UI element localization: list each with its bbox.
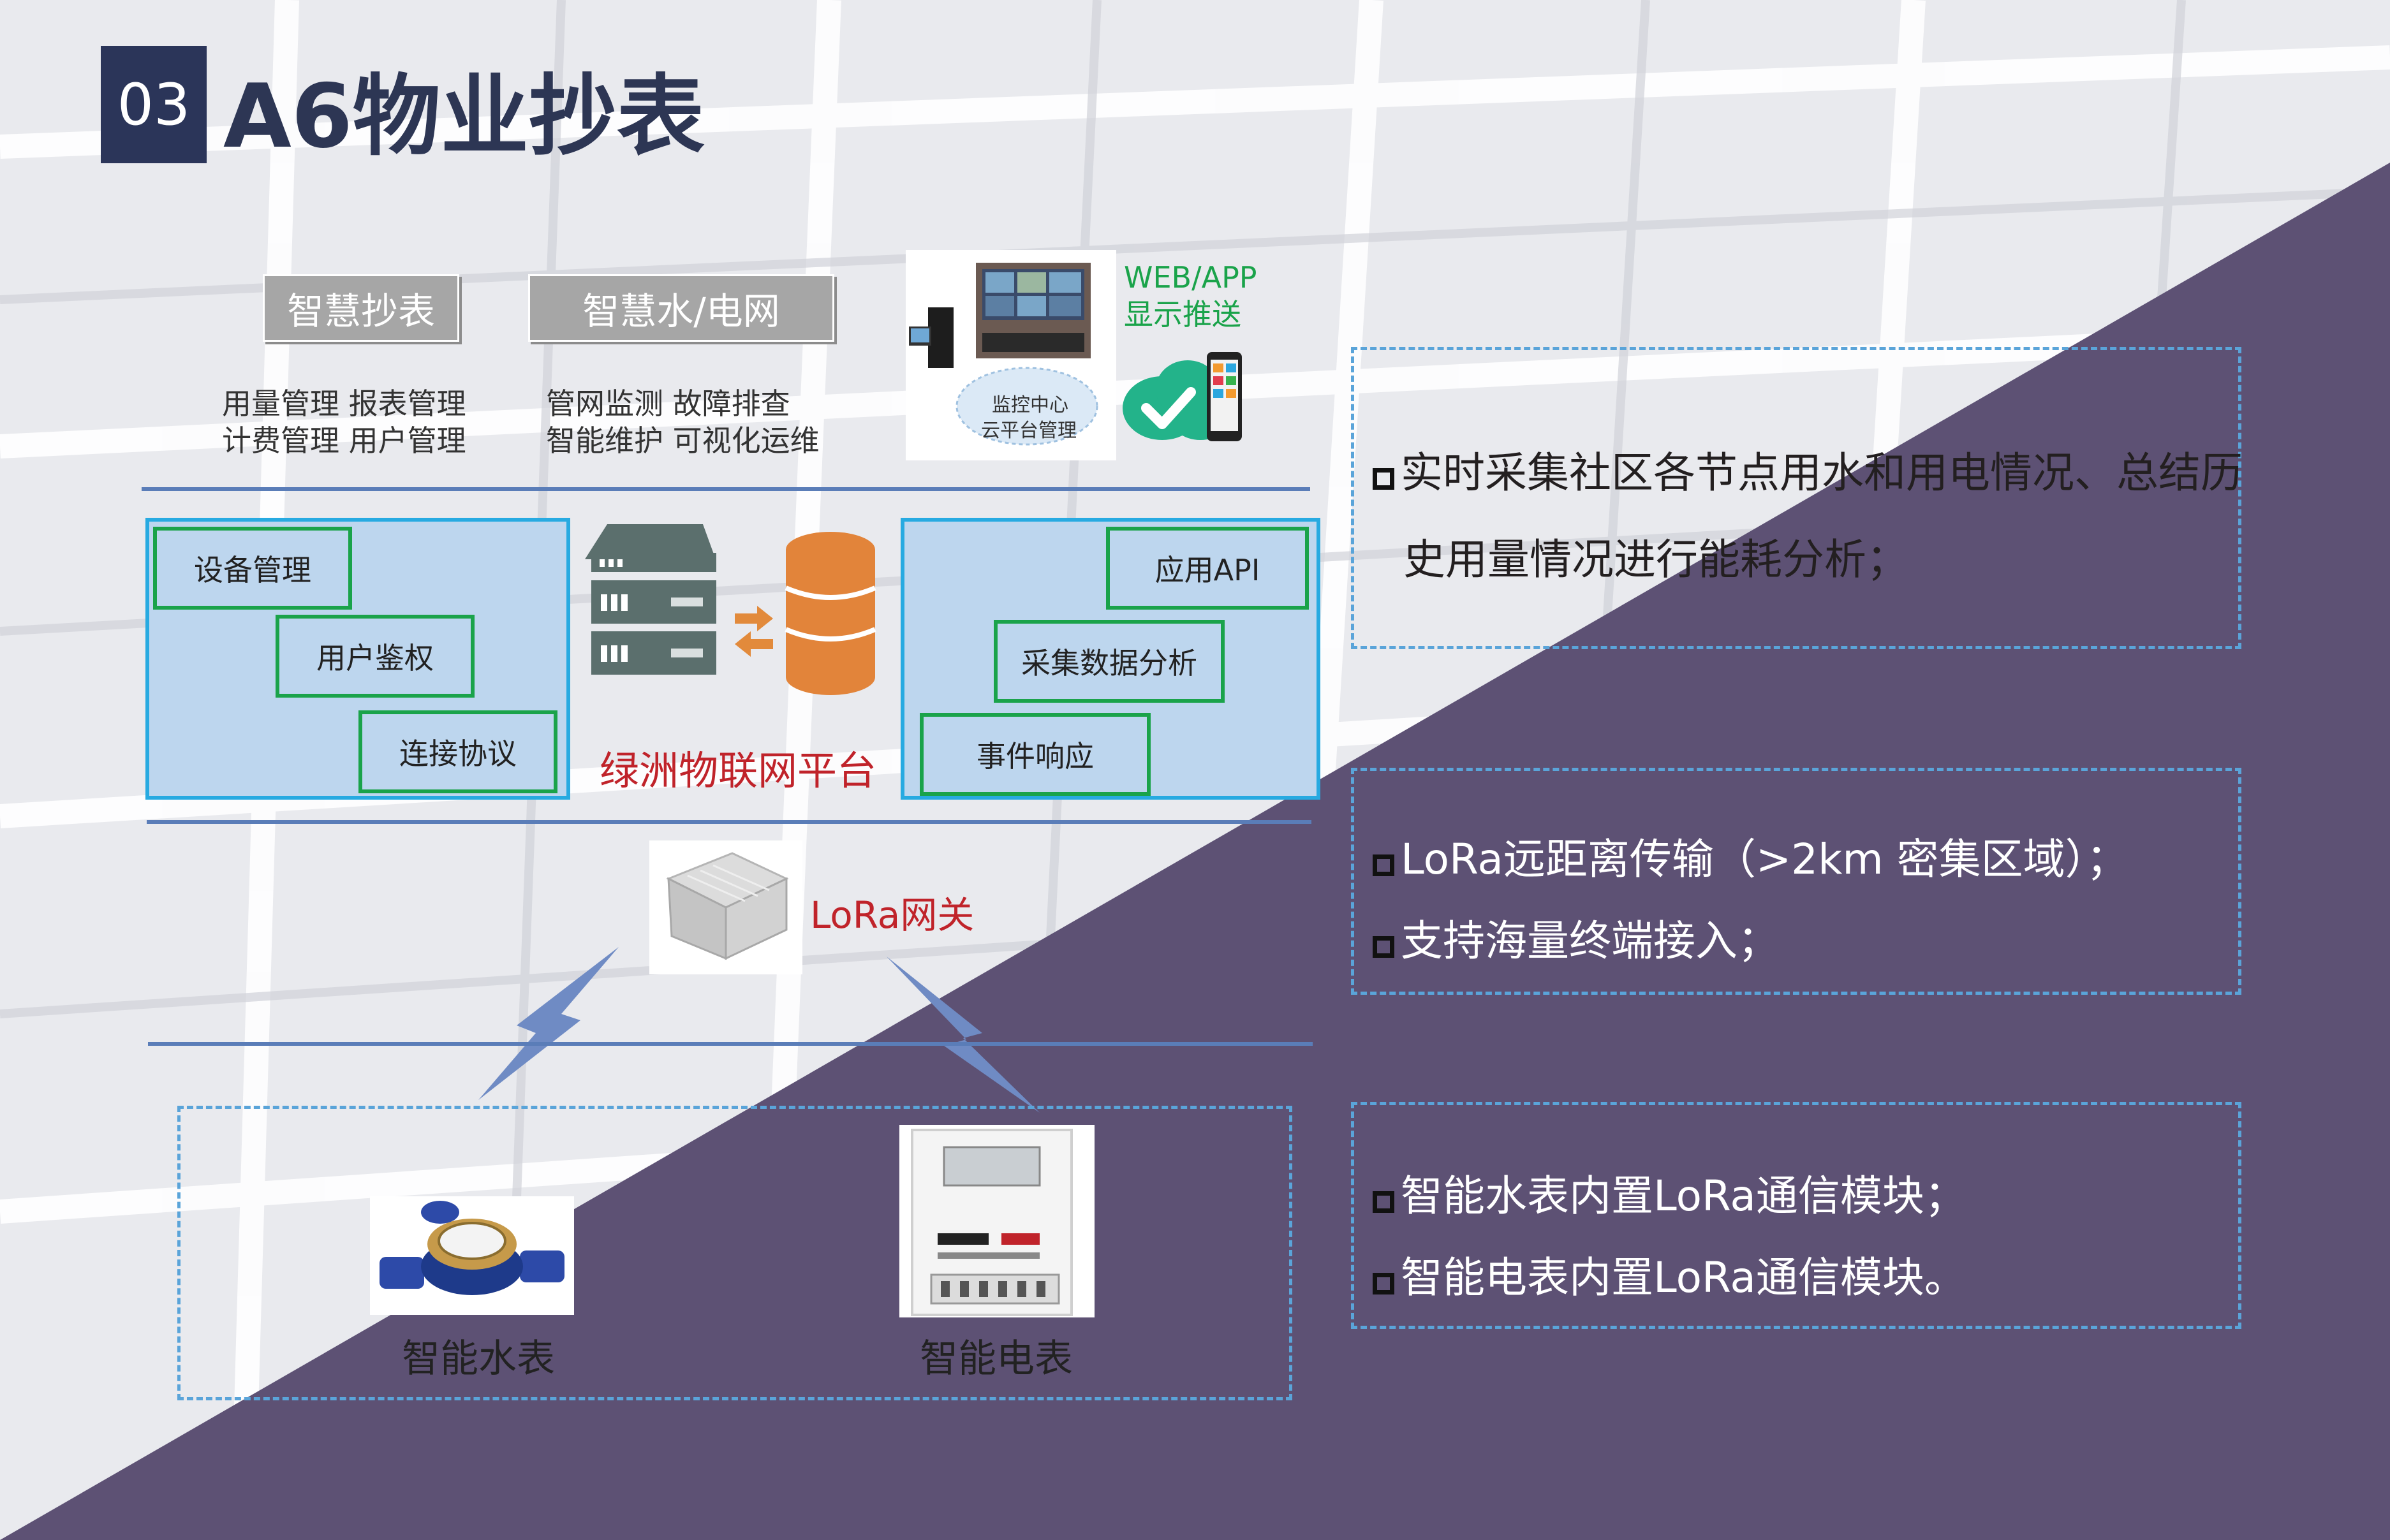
electric-meter-icon [899, 1125, 1095, 1317]
lightning-bolt-right-icon [887, 957, 1040, 1113]
event-response-box: 事件响应 [920, 713, 1151, 796]
note-2-line-1-text: LoRa远距离传输（>2km 密集区域）； [1401, 835, 2128, 884]
lora-gateway-icon [649, 840, 802, 974]
checkbox-square-icon [1373, 1191, 1394, 1213]
section-number: 03 [101, 46, 207, 163]
device-management-box: 设备管理 [153, 527, 352, 610]
note-box-3 [1351, 1102, 2241, 1329]
note-1-line-1-text: 实时采集社区各节点用水和用电情况、总结历 [1401, 448, 2243, 497]
note-3-line-1-text: 智能水表内置LoRa通信模块； [1401, 1171, 1966, 1221]
user-auth-box: 用户鉴权 [276, 615, 475, 698]
grid-caption-1: 管网监测 故障排查 [546, 386, 790, 421]
note-2-line-2-text: 支持海量终端接入； [1401, 916, 1780, 965]
cloud-phone-icon [1123, 352, 1242, 441]
note-3-line-2: 智能电表内置LoRa通信模块。 [1373, 1243, 1966, 1305]
application-api-box: 应用API [1106, 527, 1309, 610]
meter-caption-1: 用量管理 报表管理 [222, 386, 466, 421]
note-3-line-1: 智能水表内置LoRa通信模块； [1373, 1162, 1966, 1223]
note-2-line-2: 支持海量终端接入； [1373, 907, 1780, 968]
note-1-line-2: 史用量情况进行能耗分析； [1403, 535, 1908, 584]
note-box-1 [1351, 347, 2241, 649]
server-database-icon [585, 524, 876, 695]
checkbox-square-icon [1373, 936, 1394, 958]
monitor-room-icon [909, 263, 1098, 446]
data-analysis-box: 采集数据分析 [994, 620, 1225, 703]
lightning-bolt-left-icon [478, 947, 619, 1100]
checkbox-square-icon [1373, 1273, 1394, 1294]
note-box-2 [1351, 768, 2241, 995]
monitor-cloud-line1: 监控中心 [992, 394, 1068, 416]
monitor-cloud-line2: 云平台管理 [981, 420, 1077, 442]
connection-protocol-box: 连接协议 [358, 710, 557, 793]
note-3-line-2-text: 智能电表内置LoRa通信模块。 [1401, 1253, 1966, 1302]
water-meter-icon [370, 1196, 574, 1315]
web-app-label-1: WEB/APP [1124, 260, 1257, 295]
checkbox-square-icon [1373, 468, 1394, 490]
note-2-line-1: LoRa远距离传输（>2km 密集区域）； [1373, 825, 2128, 886]
separator-line-3 [148, 1042, 1313, 1046]
smart-grid-pill: 智慧水/电网 [528, 274, 834, 342]
devices-dashed-box [177, 1106, 1292, 1400]
smart-electric-meter-label: 智能电表 [920, 1337, 1073, 1381]
lora-gateway-label: LoRa网关 [810, 893, 975, 937]
web-app-label-2: 显示推送 [1124, 297, 1241, 332]
meter-caption-2: 计费管理 用户管理 [222, 423, 466, 458]
smart-meter-pill: 智慧抄表 [263, 274, 459, 342]
monitor-center-image: 监控中心 云平台管理 [906, 250, 1116, 460]
page-title: A6物业抄表 [223, 65, 705, 168]
grid-caption-2: 智能维护 可视化运维 [546, 423, 820, 458]
platform-name: 绿洲物联网平台 [600, 747, 877, 794]
smart-water-meter-label: 智能水表 [402, 1337, 555, 1381]
checkbox-square-icon [1373, 854, 1394, 876]
note-1-line-1: 实时采集社区各节点用水和用电情况、总结历 [1373, 439, 2243, 500]
separator-line-2 [147, 820, 1311, 824]
separator-line-1 [142, 487, 1310, 491]
